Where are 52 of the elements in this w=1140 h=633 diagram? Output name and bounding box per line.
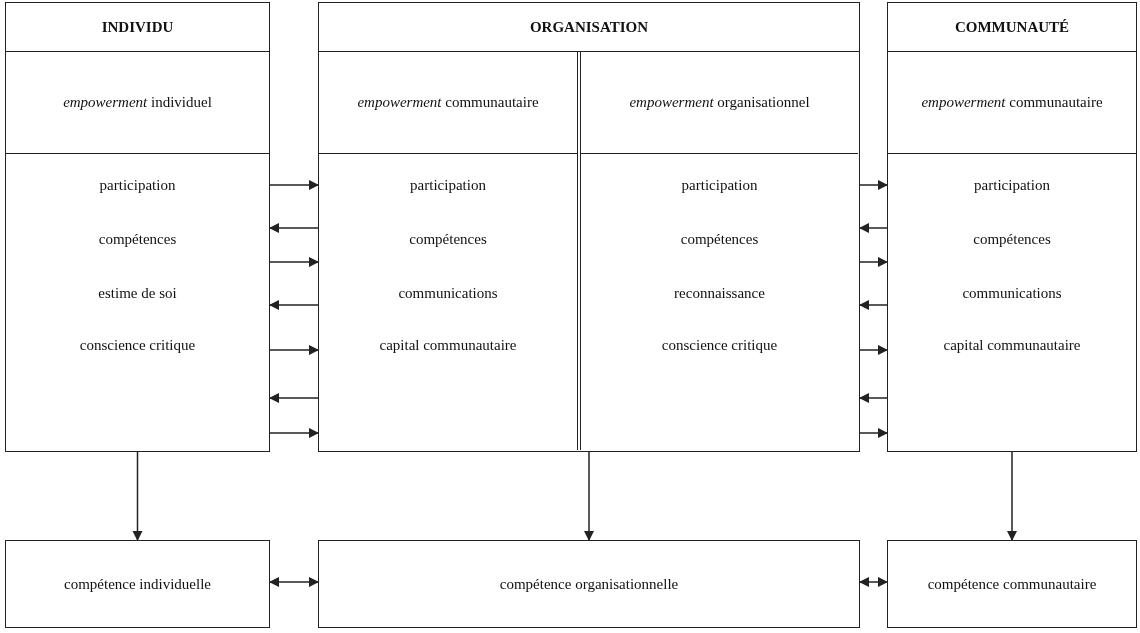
arrow — [859, 256, 889, 268]
list-item: compétences — [680, 230, 759, 249]
arrow — [859, 344, 889, 356]
outcome-label: compétence organisationnelle — [499, 575, 679, 594]
arrow — [858, 222, 888, 234]
list-item: communications — [398, 284, 498, 303]
list-item: participation — [99, 176, 176, 195]
arrow — [859, 427, 889, 439]
arrow — [268, 392, 319, 404]
list-item: conscience critique — [661, 336, 778, 355]
column-heading: ORGANISATION — [529, 18, 649, 36]
subheading: empowerment organisationnel — [629, 93, 810, 112]
list-item: communications — [962, 284, 1062, 303]
list-item: participation — [974, 176, 1050, 195]
list-item: conscience critique — [79, 336, 196, 355]
outcome-box — [5, 540, 270, 628]
table-column — [318, 2, 860, 452]
arrow — [268, 576, 320, 588]
column-heading: COMMUNAUTÉ — [954, 18, 1070, 36]
arrow — [132, 451, 143, 542]
outcome-label: compétence communautaire — [927, 575, 1097, 594]
list-item: estime de soi — [98, 284, 177, 303]
outcome-label: compétence individuelle — [64, 575, 211, 594]
table-column — [5, 2, 270, 452]
list-item: capital communautaire — [943, 336, 1081, 355]
list-item: reconnaissance — [674, 284, 765, 303]
arrow — [269, 179, 320, 191]
list-item: participation — [410, 176, 486, 195]
table-column — [887, 2, 1137, 452]
arrow — [269, 427, 320, 439]
arrow — [1006, 451, 1018, 542]
arrow — [858, 392, 888, 404]
list-item: compétences — [973, 230, 1051, 249]
arrow — [268, 222, 319, 234]
arrow — [269, 344, 320, 356]
list-item: participation — [681, 176, 758, 195]
outcome-box — [887, 540, 1137, 628]
subheading: empowerment communautaire — [357, 93, 539, 112]
list-item: compétences — [409, 230, 487, 249]
arrow — [858, 299, 888, 311]
arrow — [583, 451, 595, 542]
list-item: capital communautaire — [379, 336, 517, 355]
arrow — [269, 256, 320, 268]
list-item: compétences — [98, 230, 177, 249]
outcome-box — [318, 540, 860, 628]
subheading: empowerment individuel — [63, 93, 212, 112]
arrow — [859, 179, 889, 191]
column-heading: INDIVIDU — [101, 18, 174, 36]
sub-column — [319, 51, 581, 450]
arrow — [268, 299, 319, 311]
subheading: empowerment communautaire — [921, 93, 1103, 112]
arrow — [858, 576, 889, 588]
